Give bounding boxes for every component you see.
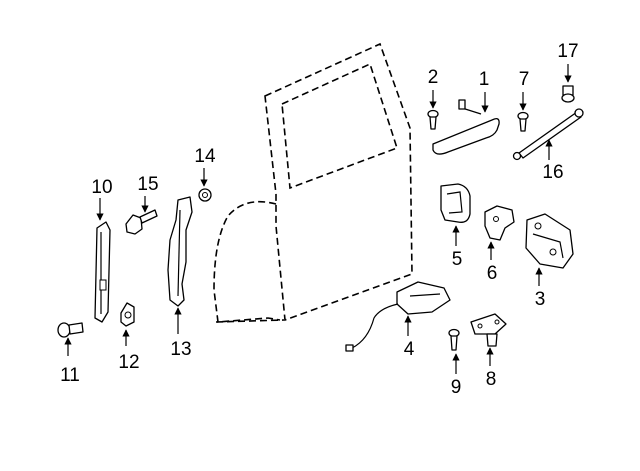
- part-16-strut: [512, 108, 584, 161]
- part-8-striker: [470, 313, 507, 347]
- part-13-channel: [167, 196, 193, 307]
- callout-5: 5: [452, 249, 463, 270]
- callout-14: 14: [194, 146, 216, 167]
- part-15-bolt: [125, 209, 158, 235]
- callout-8: 8: [486, 369, 497, 390]
- part-9-screw: [448, 328, 460, 351]
- callout-labels: 1 2 3 4 5 6 7 8 9 10 11 12 13 14 15 16 1…: [60, 41, 578, 398]
- callout-15: 15: [137, 174, 158, 195]
- callout-6: 6: [487, 263, 498, 284]
- callout-11: 11: [60, 365, 80, 386]
- part-14-clip: [198, 188, 212, 202]
- part-10-bracket: [94, 221, 111, 323]
- part-1-outside-handle: [432, 99, 500, 155]
- callout-12: 12: [118, 352, 139, 373]
- part-6-bracket: [484, 205, 515, 241]
- part-7-screw: [517, 111, 529, 132]
- leader-lines: [64, 64, 572, 374]
- part-3-lock-actuator: [525, 213, 574, 269]
- part-17-stud: [561, 85, 575, 103]
- part-12-nut: [120, 302, 135, 327]
- callout-9: 9: [451, 377, 462, 398]
- part-2-screw: [427, 109, 439, 130]
- callout-3: 3: [535, 289, 546, 310]
- callout-16: 16: [542, 162, 563, 183]
- callout-13: 13: [170, 339, 191, 360]
- part-5-latch-cover: [440, 183, 471, 223]
- callout-17: 17: [557, 41, 578, 62]
- callout-10: 10: [91, 177, 112, 198]
- callout-7: 7: [519, 69, 530, 90]
- door-outline: [213, 42, 413, 323]
- part-11-screw: [57, 322, 84, 338]
- callout-1: 1: [479, 69, 490, 90]
- callout-2: 2: [428, 67, 439, 88]
- part-4-lower-latch: [345, 281, 451, 352]
- callout-4: 4: [404, 339, 415, 360]
